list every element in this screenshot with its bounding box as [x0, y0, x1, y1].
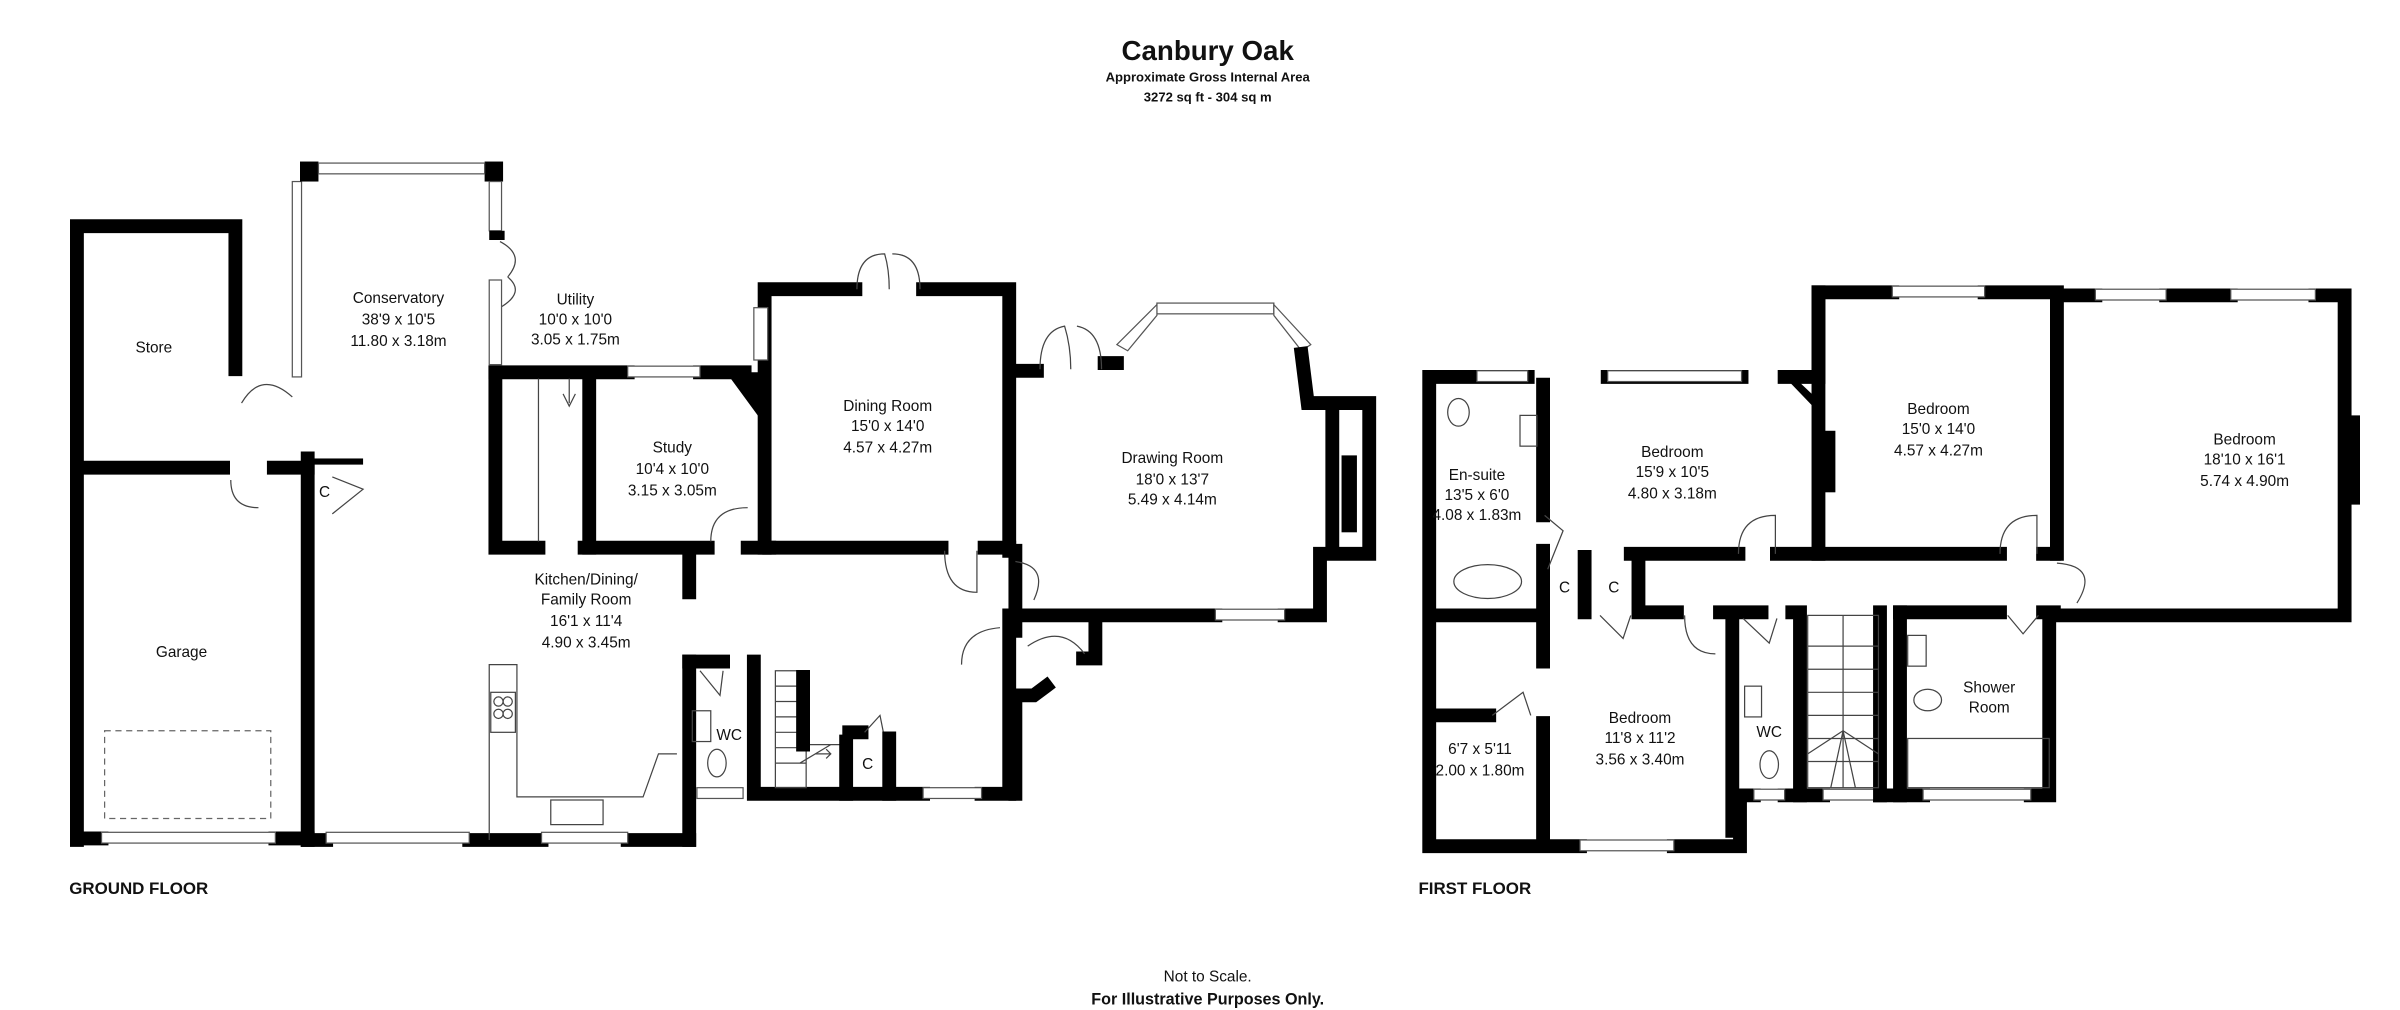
room-name-wc: WC: [716, 727, 742, 744]
bay-window: [1156, 302, 1275, 315]
staircase: [774, 670, 854, 801]
room-name-wc: WC: [1756, 724, 1782, 741]
staircase: [1807, 614, 1880, 789]
shower-tray-icon: [1907, 737, 2050, 789]
room-name-kitchen: Kitchen/Dining/: [534, 572, 638, 589]
window: [2230, 288, 2317, 301]
room-dims-imperial: 38'9 x 10'5: [362, 312, 435, 329]
kitchen-window: [540, 831, 629, 844]
room-name-bedroom: Bedroom: [1907, 401, 1969, 418]
dining-side-window: [753, 307, 769, 361]
room-name-study: Study: [653, 439, 693, 456]
window: [1922, 788, 2032, 801]
basin-icon: [1519, 414, 1538, 447]
conservatory-window: [488, 279, 503, 366]
footer-disclaimer: For Illustrative Purposes Only.: [1091, 991, 1324, 1009]
basin-icon: [1744, 685, 1763, 718]
toilet-icon: [707, 748, 727, 778]
floor-label-first: FIRST FLOOR: [1418, 879, 1531, 898]
room-dims-metric: 4.57 x 4.27m: [843, 439, 932, 456]
room-name-drawing-room: Drawing Room: [1121, 450, 1223, 467]
room-dims-imperial: 18'10 x 16'1: [2204, 452, 2286, 469]
wc-window: [696, 787, 744, 800]
room-dims-metric: 4.57 x 4.27m: [1894, 442, 1983, 459]
room-name-bedroom: Bedroom: [1641, 444, 1703, 461]
window: [1607, 370, 1743, 383]
room-dims-imperial: 18'0 x 13'7: [1136, 472, 1209, 489]
room-dims-metric: 3.05 x 1.75m: [531, 332, 620, 349]
room-dims-imperial: 15'0 x 14'0: [1902, 421, 1975, 438]
room-name-conservatory: Conservatory: [353, 290, 445, 307]
ground-floor-plan: [70, 161, 1377, 847]
room-dims-metric: 4.80 x 3.18m: [1628, 485, 1717, 502]
room-dims-metric: 5.74 x 4.90m: [2200, 473, 2289, 490]
room-dims-metric: 3.15 x 3.05m: [628, 482, 717, 499]
toilet-icon: [1447, 397, 1470, 427]
room-dims-imperial: 6'7 x 5'11: [1448, 741, 1512, 758]
room-name-shower-room: Shower: [1963, 679, 2015, 696]
ground-floor-labels: Store Garage Conservatory 38'9 x 10'5 11…: [69, 290, 1223, 898]
room-dims-metric: 2.00 x 1.80m: [1436, 762, 1525, 779]
conservatory-window: [317, 162, 486, 175]
room-dims-imperial: 15'9 x 10'5: [1636, 464, 1709, 481]
kitchen-window: [325, 831, 470, 844]
bath-icon: [1453, 564, 1523, 600]
room-dims-imperial: 10'4 x 10'0: [636, 461, 709, 478]
window: [1579, 839, 1675, 852]
window: [2094, 288, 2167, 301]
room-name-kitchen-2: Family Room: [541, 592, 632, 609]
area-subtitle: Approximate Gross Internal Area: [1106, 70, 1311, 85]
room-name-shower-room-2: Room: [1969, 699, 2010, 716]
garage-window: [100, 831, 276, 844]
room-dims-metric: 3.56 x 3.40m: [1596, 752, 1685, 769]
window: [1891, 285, 1986, 298]
room-dims-metric: 11.80 x 3.18m: [350, 333, 446, 350]
window: [1476, 370, 1529, 383]
hob-icon: [490, 691, 516, 733]
room-dims-metric: 4.90 x 3.45m: [542, 635, 631, 652]
car-bay-outline: [104, 730, 272, 820]
conservatory-window: [488, 180, 503, 232]
room-name-cupboard: C: [319, 484, 330, 501]
room-name-en-suite: En-suite: [1449, 467, 1505, 484]
floor-label-ground: GROUND FLOOR: [69, 879, 208, 898]
toilet-icon: [1913, 688, 1943, 712]
room-dims-imperial: 13'5 x 6'0: [1444, 487, 1509, 504]
room-dims-imperial: 16'1 x 11'4: [550, 613, 623, 630]
first-floor-plan: [1422, 285, 2360, 854]
hall-window: [922, 787, 983, 800]
area-value: 3272 sq ft - 304 sq m: [1144, 90, 1272, 105]
room-name-cupboard: C: [862, 756, 873, 773]
room-name-dining-room: Dining Room: [843, 398, 932, 415]
room-name-utility: Utility: [557, 292, 595, 309]
window: [1753, 788, 1786, 801]
basin-icon: [1907, 634, 1927, 667]
room-dims-metric: 4.08 x 1.83m: [1432, 507, 1521, 524]
room-dims-metric: 5.49 x 4.14m: [1128, 492, 1217, 509]
room-name-cupboard: C: [1608, 579, 1619, 596]
plan-title: Canbury Oak: [1122, 35, 1295, 66]
room-name-garage: Garage: [156, 644, 207, 661]
study-window: [627, 365, 701, 378]
room-name-bedroom: Bedroom: [1609, 710, 1671, 727]
room-name-bedroom: Bedroom: [2213, 432, 2275, 449]
room-name-cupboard: C: [1559, 579, 1570, 596]
sink-icon: [550, 799, 604, 826]
conservatory-side-glazing: [291, 180, 303, 378]
room-dims-imperial: 10'0 x 10'0: [539, 312, 612, 329]
room-dims-imperial: 15'0 x 14'0: [851, 418, 924, 435]
room-name-store: Store: [135, 339, 172, 356]
room-dims-imperial: 11'8 x 11'2: [1604, 730, 1675, 747]
hob-icon: [493, 696, 513, 720]
drawing-room-window: [1214, 608, 1286, 621]
basin-icon: [691, 710, 712, 743]
toilet-icon: [1759, 750, 1780, 780]
footer-not-to-scale: Not to Scale.: [1164, 969, 1252, 986]
first-floor-labels: En-suite 13'5 x 6'0 4.08 x 1.83m Bedroom…: [1418, 401, 2289, 898]
window: [1822, 788, 1881, 801]
